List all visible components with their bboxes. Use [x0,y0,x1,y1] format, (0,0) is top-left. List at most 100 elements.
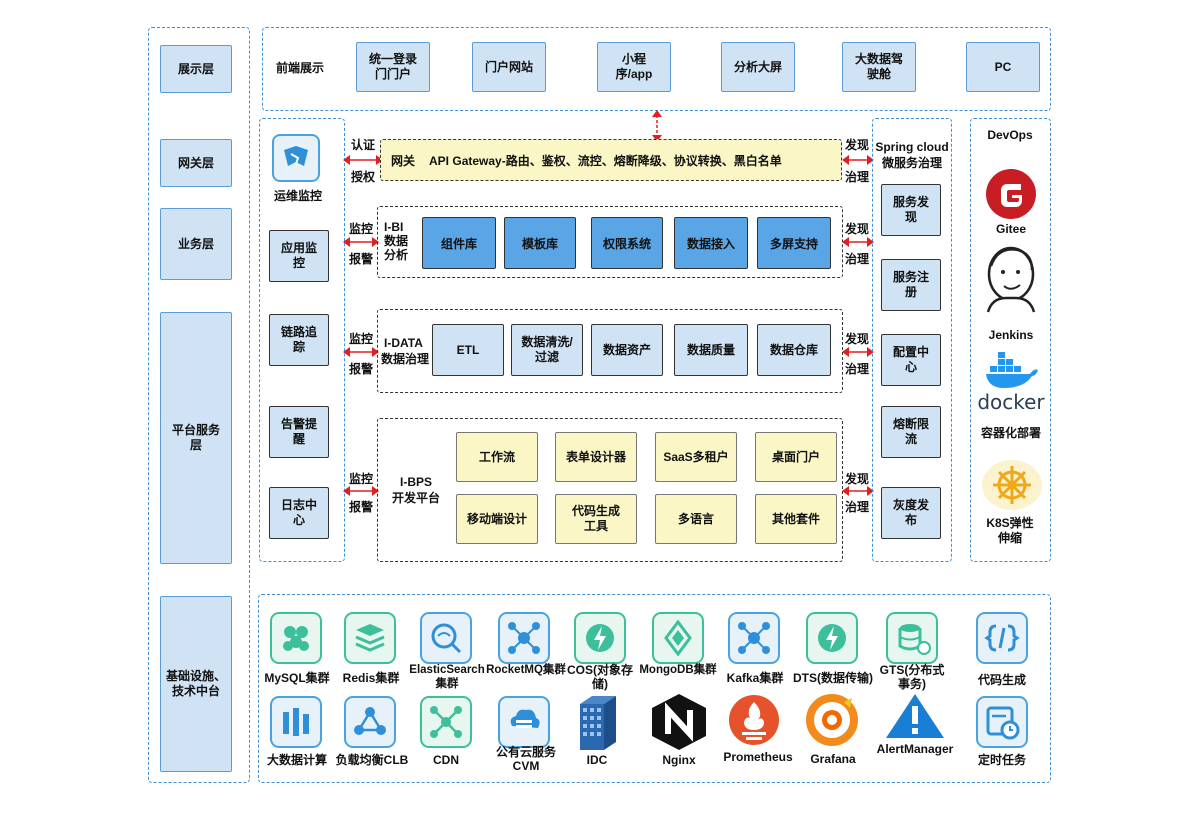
idata-discover-bottom: 治理 [844,362,869,376]
gateway-right-arrow [842,155,874,165]
ibps-title-top: I-BPS [400,475,433,489]
gitee-logo-icon [986,169,1036,219]
ibi-title: I-BI数据分析 [384,220,409,262]
idata-monitor-bottom: 报警 [348,362,373,376]
frontend-item-analysis-screen: 分析大屏 [721,42,795,92]
ibps-item-desktop-portal: 桌面门户 [755,432,837,482]
frontend-item-bigdata-cockpit: 大数据驾驶舱 [842,42,916,92]
ibps-item-i18n: 多语言 [655,494,737,544]
infra-label-redis: Redis集群 [342,671,400,685]
layer-label-gateway: 网关层 [160,139,232,187]
frontend-gateway-arrow [652,110,662,142]
scheduled-task-icon [976,696,1028,748]
cvm-icon [498,696,550,748]
infra-label-nginx: Nginx [662,753,696,767]
springcloud-item-discovery: 服务发现 [881,184,941,236]
ibps-monitor-top: 监控 [348,472,373,486]
infra-label-bigdata: 大数据计算 [266,753,327,767]
monitoring-item-app: 应用监控 [269,230,329,282]
ibi-item-templates: 模板库 [504,217,576,269]
idata-container [377,309,843,393]
ibps-discover-top: 发现 [844,472,869,486]
jenkins-logo-icon [986,246,1036,313]
ibi-item-data-access: 数据接入 [674,217,748,269]
cdn-icon [420,696,472,748]
infra-label-alertmanager: AlertManager [876,742,954,756]
docker-wordmark: docker [977,390,1045,414]
monitoring-container [259,118,345,562]
k8s-logo-icon [982,460,1042,510]
mysql-icon [270,612,322,664]
infra-label-mysql: MySQL集群 [264,671,330,685]
ibi-monitor-bottom: 报警 [348,252,373,266]
ibps-left-arrow [343,486,379,496]
docker-label: 容器化部署 [980,426,1041,440]
dashboard-icon [284,146,308,166]
gateway-left-arrow [343,155,383,165]
ibps-monitor-bottom: 报警 [348,500,373,514]
elasticsearch-icon [420,612,472,664]
frontend-item-unified-login: 统一登录门门户 [356,42,430,92]
idata-discover-top: 发现 [844,332,869,346]
ibi-item-multiscreen: 多屏支持 [757,217,831,269]
devops-title: DevOps [987,128,1033,142]
infra-label-mongodb: MongoDB集群 [639,664,717,676]
frontend-container [262,27,1051,111]
ibps-item-workflow: 工作流 [456,432,538,482]
dts-icon [806,612,858,664]
gateway-bar: 网关 API Gateway-路由、鉴权、流控、熔断降级、协议转换、黑白名单 [380,139,842,181]
ibi-item-components: 组件库 [422,217,496,269]
layer-label-infra: 基础设施、技术中台 [160,596,232,772]
infra-label-code-gen: 代码生成 [977,673,1026,687]
gateway-discover-bottom: 治理 [844,170,869,184]
frontend-label: 前端展示 [275,61,324,75]
infra-label-dts: DTS(数据传输) [793,671,873,685]
gateway-auth-top: 认证 [350,138,375,152]
gateway-auth-bottom: 授权 [350,170,375,184]
ibps-item-saas: SaaS多租户 [655,432,737,482]
kafka-icon [728,612,780,664]
layer-label-platform: 平台服务层 [160,312,232,564]
ibps-item-form-designer: 表单设计器 [555,432,637,482]
ibps-container [377,418,843,562]
layer-column [148,27,250,783]
redis-icon [344,612,396,664]
ibi-discover-bottom: 治理 [844,252,869,266]
layer-label-business: 业务层 [160,208,232,280]
idc-icon [580,696,616,750]
docker-logo-icon [986,352,1038,388]
grafana-icon [806,694,858,746]
infra-label-elasticsearch: ElasticSearch集群 [409,664,485,690]
monitoring-item-alert: 告警提醒 [269,406,329,458]
gateway-label: 网关 [391,153,416,168]
monitoring-icon [272,134,320,182]
gateway-discover-top: 发现 [844,138,869,152]
ibps-item-codegen-tool: 代码生成工具 [555,494,637,544]
infra-label-grafana: Grafana [810,752,856,766]
infra-label-cdn: CDN [433,753,459,767]
springcloud-container [872,118,952,562]
idata-title-top: I-DATA [384,336,423,350]
alertmanager-icon [886,694,944,738]
gts-icon [886,612,938,664]
bigdata-compute-icon [270,696,322,748]
springcloud-item-gray-release: 灰度发布 [881,487,941,539]
idata-item-etl: ETL [432,324,504,376]
monitoring-item-trace: 链路追踪 [269,314,329,366]
springcloud-title-bottom: 微服务治理 [881,156,942,170]
ibps-item-other-suites: 其他套件 [755,494,837,544]
mongodb-icon [652,612,704,664]
jenkins-label: Jenkins [988,328,1034,342]
infra-label-idc: IDC [586,753,608,767]
ibps-discover-bottom: 治理 [844,500,869,514]
infra-label-kafka: Kafka集群 [726,671,784,685]
idata-title-bottom: 数据治理 [381,352,430,366]
frontend-item-portal-site: 门户网站 [472,42,546,92]
infra-label-clb: 负载均衡CLB [335,753,409,767]
infra-label-rocketmq: RocketMQ集群 [486,664,566,676]
springcloud-title-top: Spring cloud [875,140,949,154]
ibi-right-arrow [842,237,874,247]
nginx-icon [652,694,706,750]
gateway-desc: API Gateway-路由、鉴权、流控、熔断降级、协议转换、黑白名单 [429,153,782,168]
ibi-monitor-top: 监控 [348,222,373,236]
